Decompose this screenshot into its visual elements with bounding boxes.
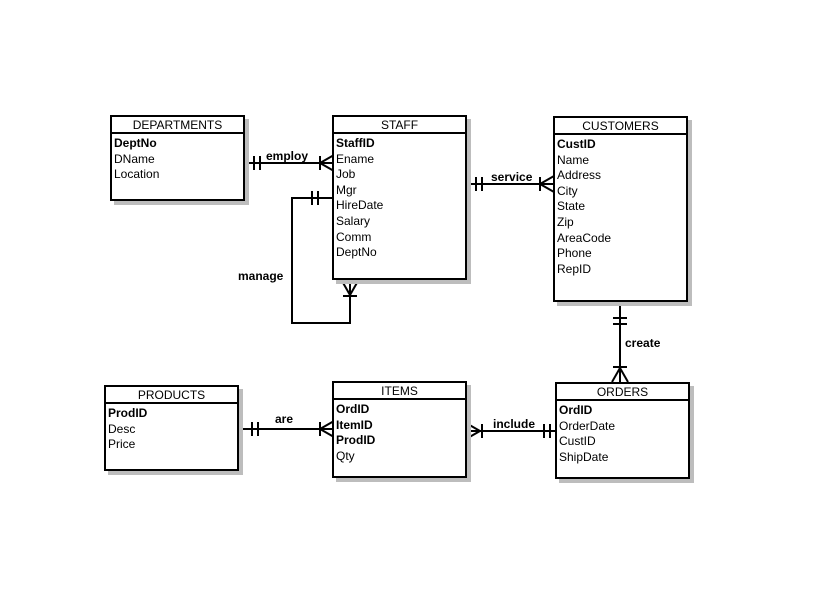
attribute: AreaCode (557, 230, 612, 245)
attribute: Zip (557, 214, 574, 229)
manage-crowfoot (341, 280, 351, 296)
service-crowfoot (539, 175, 555, 185)
key-attribute: ItemID (336, 417, 373, 432)
key-attribute: CustID (557, 137, 596, 151)
are-connector (238, 420, 335, 438)
manage-label: manage (238, 269, 284, 283)
attribute: Name (557, 152, 590, 167)
service-connector (466, 175, 555, 193)
entity-title: CUSTOMERS (555, 118, 686, 135)
attribute: Salary (336, 213, 371, 228)
attribute: Location (114, 167, 160, 182)
attribute: Job (336, 167, 356, 182)
entity-title: STAFF (334, 117, 465, 134)
include-crowfoot (465, 422, 481, 432)
include-label: include (493, 417, 536, 431)
employ-connector (246, 154, 335, 172)
attribute: Address (557, 168, 602, 183)
include-connector (465, 422, 556, 440)
key-attribute: ProdID (336, 433, 376, 448)
create-label: create (625, 336, 661, 350)
attribute: Qty (336, 448, 355, 463)
attribute: ShipDate (559, 449, 609, 464)
attribute: Ename (336, 151, 375, 166)
attribute: DName (114, 151, 155, 166)
key-attribute: OrdID (559, 403, 593, 417)
attribute: Mgr (336, 182, 357, 197)
attribute: HireDate (336, 198, 384, 213)
employ-crowfoot (319, 154, 335, 164)
attribute: Desc (108, 421, 136, 436)
attribute: RepID (557, 261, 592, 276)
create-connector (611, 302, 629, 383)
are-crowfoot (319, 420, 335, 430)
create-crowfoot (611, 367, 621, 383)
attribute: Phone (557, 246, 592, 261)
employ-label: employ (266, 149, 309, 163)
entity-title: PRODUCTS (106, 387, 237, 404)
key-attribute: ProdID (108, 406, 148, 420)
manage-connector (291, 191, 359, 324)
attribute: City (557, 183, 578, 198)
key-attribute: DeptNo (114, 136, 157, 150)
entity-title: ITEMS (334, 383, 465, 400)
key-attribute: OrdID (336, 402, 370, 416)
attribute: State (557, 199, 586, 214)
attribute: Comm (336, 229, 372, 244)
entity-title: ORDERS (557, 384, 688, 401)
key-attribute: StaffID (336, 136, 375, 150)
attribute: DeptNo (336, 245, 377, 260)
service-label: service (491, 170, 533, 184)
entity-title: DEPARTMENTS (112, 117, 243, 134)
attribute: CustID (559, 434, 596, 449)
attribute: Price (108, 437, 136, 452)
are-label: are (275, 412, 294, 426)
attribute: OrderDate (559, 418, 616, 433)
